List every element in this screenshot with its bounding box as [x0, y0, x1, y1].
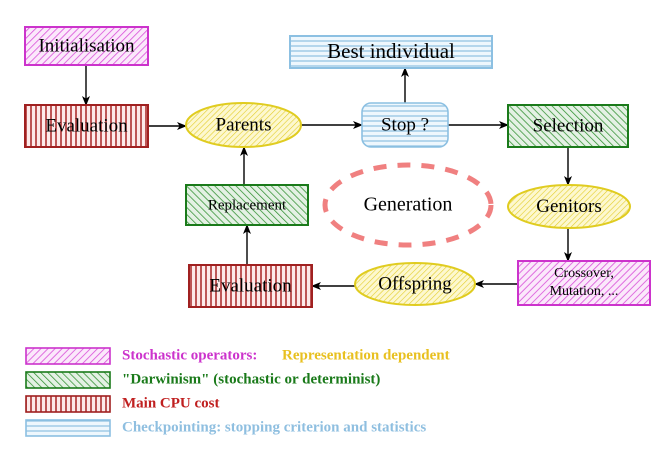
node-evaluation-top[interactable]: Evaluation [24, 104, 149, 148]
node-crossover[interactable]: Crossover, Mutation, ... [517, 260, 651, 306]
legend-checkpointing: Checkpointing: stopping criterion and st… [25, 419, 426, 437]
node-evaluation-bottom[interactable]: Evaluation [188, 264, 313, 308]
node-shape-offspring [354, 262, 476, 306]
node-stop[interactable]: Stop ? [361, 102, 449, 148]
node-label-crossover: Crossover, [554, 266, 614, 281]
node-label-selection: Selection [533, 115, 604, 136]
node-shape-best-individual [289, 35, 493, 69]
legend-darwinism-swatch [25, 371, 111, 389]
node-initialisation[interactable]: Initialisation [24, 26, 149, 66]
node-shape-evaluation-bottom [188, 264, 313, 308]
node-shape-evaluation-top [24, 104, 149, 148]
legend-stochastic-extra-label: Representation dependent [282, 347, 450, 363]
node-shape-stop [361, 102, 449, 148]
node-label2-crossover: Mutation, ... [550, 284, 619, 299]
node-parents[interactable]: Parents [185, 102, 302, 148]
node-label-generation: Generation [364, 194, 453, 216]
node-shape-replacement [185, 184, 309, 226]
node-label-genitors: Genitors [536, 196, 601, 217]
node-best-individual[interactable]: Best individual [289, 35, 493, 69]
node-label-evaluation-bottom: Evaluation [209, 275, 292, 296]
node-genitors[interactable]: Genitors [507, 184, 631, 229]
node-shape-selection [507, 104, 629, 148]
node-offspring[interactable]: Offspring [354, 262, 476, 306]
node-replacement[interactable]: Replacement [185, 184, 309, 226]
node-selection[interactable]: Selection [507, 104, 629, 148]
legend-darwinism-label: "Darwinism" (stochastic or determinist) [122, 371, 380, 387]
legend-cpu: Main CPU cost [25, 395, 220, 413]
node-shape-initialisation [24, 26, 149, 66]
legend-checkpointing-swatch [25, 419, 111, 437]
node-shape-crossover [517, 260, 651, 306]
node-label-replacement: Replacement [208, 197, 287, 213]
legend-stochastic-swatch [25, 347, 111, 365]
node-label-offspring: Offspring [378, 273, 452, 294]
legend-stochastic-label: Stochastic operators: [122, 347, 257, 363]
legend-darwinism: "Darwinism" (stochastic or determinist) [25, 371, 380, 389]
node-label-parents: Parents [216, 114, 272, 135]
node-shape-parents [185, 102, 302, 148]
node-label-initialisation: Initialisation [38, 35, 135, 56]
edge-layer [82, 65, 572, 290]
legend-stochastic: Stochastic operators: Representation depe… [25, 347, 450, 365]
node-label-stop: Stop ? [381, 114, 429, 135]
legend-cpu-swatch [25, 395, 111, 413]
legend-layer: Stochastic operators: Representation depe… [25, 347, 450, 437]
legend-checkpointing-label: Checkpointing: stopping criterion and st… [122, 419, 426, 435]
node-shape-generation [322, 162, 494, 248]
node-label-evaluation-top: Evaluation [45, 115, 128, 136]
node-shape-genitors [507, 184, 631, 229]
node-generation[interactable]: Generation [322, 162, 494, 248]
node-label-best-individual: Best individual [327, 39, 455, 63]
legend-cpu-label: Main CPU cost [122, 395, 220, 411]
